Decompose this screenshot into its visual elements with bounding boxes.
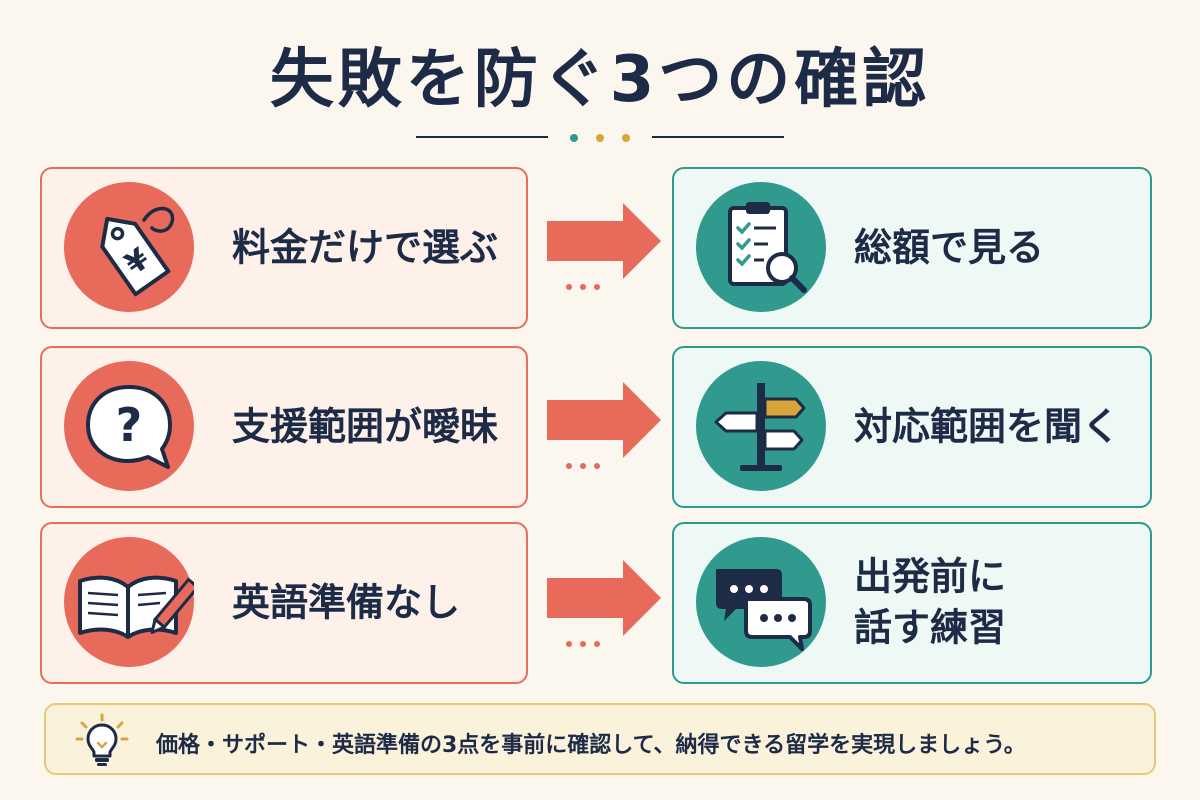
mistake-card-support: ? 支援範囲が曖昧 — [40, 346, 528, 508]
solution-label: 出発前に 話す練習 — [854, 554, 1007, 650]
price-tag-yen-icon: ¥ — [64, 182, 194, 312]
mistake-card-english: 英語準備なし — [40, 522, 528, 684]
solution-card-scope: 対応範囲を聞く — [672, 346, 1152, 508]
mistake-card-price: ¥ 料金だけで選ぶ — [40, 167, 528, 329]
solution-label: 対応範囲を聞く — [854, 404, 1121, 449]
question-bubble-icon: ? — [64, 361, 194, 491]
divider-dot-teal — [570, 134, 578, 142]
mistake-label: 英語準備なし — [232, 580, 461, 625]
tip-banner: 価格・サポート・英語準備の3点を事前に確認して、納得できる留学を実現しましょう。 — [44, 703, 1156, 775]
title-divider — [0, 134, 1200, 142]
mistake-label: 支援範囲が曖昧 — [232, 404, 499, 449]
open-book-pencil-icon — [64, 537, 194, 667]
divider-dot-gold-2 — [622, 134, 630, 142]
arrow-right-icon — [547, 560, 661, 647]
page-title: 失敗を防ぐ3つの確認 — [269, 43, 931, 117]
tip-text: 価格・サポート・英語準備の3点を事前に確認して、納得できる留学を実現しましょう。 — [156, 733, 1026, 758]
clipboard-checklist-magnifier-icon — [696, 182, 826, 312]
divider-dot-gold — [596, 134, 604, 142]
svg-text:?: ? — [116, 398, 143, 452]
solution-card-total: 総額で見る — [672, 167, 1152, 329]
signpost-icon — [696, 361, 826, 491]
solution-label: 総額で見る — [854, 225, 1045, 270]
mistake-label: 料金だけで選ぶ — [232, 225, 499, 270]
arrow-right-icon — [547, 382, 661, 469]
arrow-right-icon — [547, 203, 661, 290]
chat-bubbles-icon — [696, 537, 826, 667]
solution-card-practice: 出発前に 話す練習 — [672, 522, 1152, 684]
divider-line-right — [652, 136, 784, 138]
divider-line-left — [416, 136, 548, 138]
lightbulb-icon — [75, 713, 129, 766]
